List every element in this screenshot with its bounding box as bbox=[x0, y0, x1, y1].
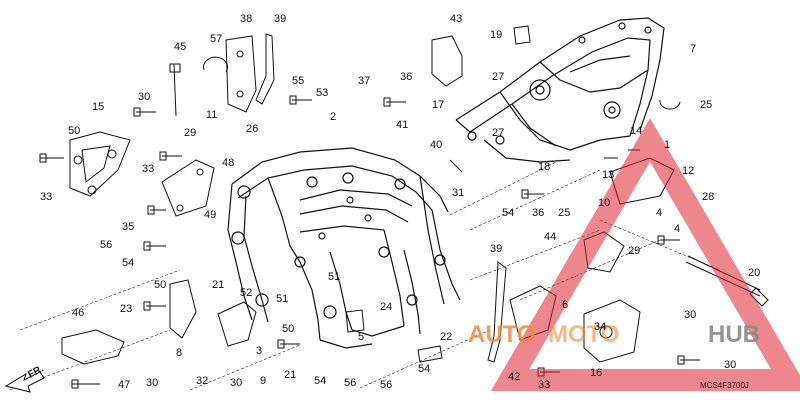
callout-number: 50 bbox=[68, 125, 80, 137]
callout-number: 38 bbox=[240, 13, 252, 25]
callout-number: 33 bbox=[142, 163, 154, 175]
watermark-logo: AUTO MOTO HUB bbox=[468, 118, 800, 391]
callout-number: 49 bbox=[204, 209, 216, 221]
callout-number: 27 bbox=[492, 71, 504, 83]
callout-number: 31 bbox=[452, 187, 464, 199]
callout-number: 34 bbox=[594, 321, 606, 333]
callout-number: 36 bbox=[400, 71, 412, 83]
callout-number: 4 bbox=[656, 207, 662, 219]
callout-number: 1 bbox=[664, 139, 670, 151]
callout-number: 50 bbox=[282, 323, 294, 335]
callout-number: 56 bbox=[344, 377, 356, 389]
main-frame-drawing bbox=[227, 147, 461, 349]
callout-number: 51 bbox=[276, 293, 288, 305]
callout-number: 6 bbox=[562, 299, 568, 311]
leader-lines bbox=[9, 159, 721, 391]
callout-number: 5 bbox=[358, 331, 364, 343]
callout-number: 30 bbox=[684, 309, 696, 321]
callout-number: 48 bbox=[222, 157, 234, 169]
callout-number: 56 bbox=[380, 379, 392, 391]
watermark-text-moto: MOTO bbox=[548, 321, 620, 348]
callout-number: 29 bbox=[184, 127, 196, 139]
watermark-text-auto: AUTO bbox=[468, 321, 536, 348]
callout-number: 55 bbox=[292, 75, 304, 87]
callout-number: 51 bbox=[328, 271, 340, 283]
callout-number: 12 bbox=[682, 165, 694, 177]
callout-number: 18 bbox=[538, 161, 550, 173]
callout-number: 45 bbox=[174, 41, 186, 53]
callout-number: 37 bbox=[358, 75, 370, 87]
callout-number: 35 bbox=[122, 221, 134, 233]
callout-number: 25 bbox=[700, 99, 712, 111]
rear-subframe-drawing bbox=[455, 17, 665, 163]
callout-number: 42 bbox=[508, 371, 520, 383]
callout-number: 30 bbox=[138, 91, 150, 103]
watermark-text-hub: HUB bbox=[708, 321, 760, 348]
callout-number: 41 bbox=[396, 119, 408, 131]
callout-number: 16 bbox=[590, 367, 602, 379]
callout-number: 21 bbox=[212, 279, 224, 291]
callout-number: 25 bbox=[558, 207, 570, 219]
callout-number: 22 bbox=[440, 331, 452, 343]
callout-number: 39 bbox=[274, 13, 286, 25]
callout-number: 46 bbox=[72, 307, 84, 319]
callout-number: 43 bbox=[450, 13, 462, 25]
callout-number: 15 bbox=[92, 101, 104, 113]
callout-number: 21 bbox=[284, 369, 296, 381]
callout-number: 53 bbox=[316, 87, 328, 99]
hardware-parts bbox=[39, 25, 769, 389]
callout-number: 44 bbox=[544, 231, 556, 243]
callout-number: 52 bbox=[240, 287, 252, 299]
callout-number: 27 bbox=[492, 127, 504, 139]
callout-number: 54 bbox=[314, 375, 326, 387]
callout-number: 47 bbox=[118, 379, 130, 391]
callout-number: 17 bbox=[432, 99, 444, 111]
callout-number: 2 bbox=[330, 111, 336, 123]
callout-number: 28 bbox=[702, 191, 714, 203]
callout-number: 33 bbox=[40, 191, 52, 203]
callout-number: 29 bbox=[628, 245, 640, 257]
callout-number: 30 bbox=[146, 377, 158, 389]
callout-number: 23 bbox=[120, 303, 132, 315]
callout-number: 54 bbox=[418, 363, 430, 375]
callout-number: 54 bbox=[502, 207, 514, 219]
callout-number: 9 bbox=[260, 375, 266, 387]
warning-triangle-icon bbox=[490, 118, 800, 391]
callout-number: 4 bbox=[674, 223, 680, 235]
callout-number: 14 bbox=[630, 125, 642, 137]
callout-number: 56 bbox=[100, 239, 112, 251]
front-direction-arrow: FR. bbox=[4, 363, 46, 393]
callout-number: 40 bbox=[430, 139, 442, 151]
callout-number: 8 bbox=[176, 347, 182, 359]
callout-number: 7 bbox=[690, 43, 696, 55]
callout-number: 30 bbox=[230, 377, 242, 389]
callout-number: 26 bbox=[246, 123, 258, 135]
callout-number: 32 bbox=[196, 375, 208, 387]
callout-number: 3 bbox=[256, 345, 262, 357]
callout-number: 11 bbox=[206, 109, 217, 121]
callout-number: 54 bbox=[122, 257, 134, 269]
callout-number: 20 bbox=[748, 267, 760, 279]
callout-number: 39 bbox=[490, 243, 502, 255]
callout-number: 10 bbox=[598, 197, 610, 209]
callout-number: 30 bbox=[724, 359, 736, 371]
callout-number: 24 bbox=[380, 301, 392, 313]
callout-number: 13 bbox=[602, 169, 614, 181]
callout-number: 33 bbox=[538, 379, 550, 391]
callout-number: 57 bbox=[210, 33, 222, 45]
diagram-reference-code: MCS4F3700J bbox=[700, 381, 749, 390]
callout-number: 36 bbox=[532, 207, 544, 219]
callout-number: 19 bbox=[490, 29, 502, 41]
callout-number: 50 bbox=[154, 279, 166, 291]
front-arrow-icon bbox=[4, 371, 45, 393]
